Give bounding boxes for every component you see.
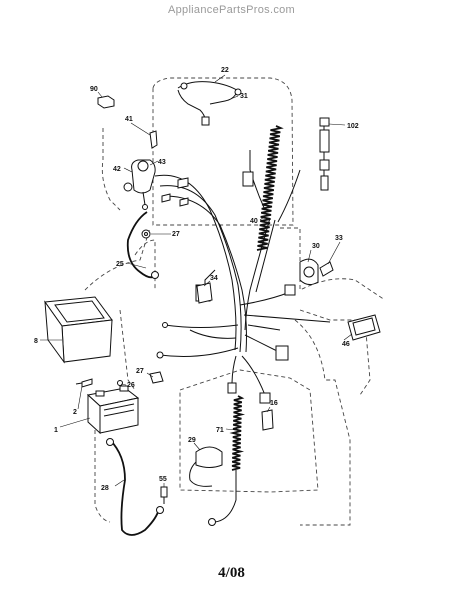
main-wire-harness [154, 150, 331, 404]
coil-cable-71 [208, 395, 246, 526]
callout-40: 40 [250, 218, 258, 225]
key-switch-30 [299, 258, 319, 286]
callout-30: 30 [312, 243, 320, 250]
switch-part-33 [319, 261, 334, 277]
callout-27-lower: 27 [136, 368, 144, 375]
connector-part-90 [97, 95, 115, 109]
callout-46: 46 [342, 341, 350, 348]
callout-33: 33 [335, 235, 343, 242]
module-part-46 [347, 314, 381, 341]
tractor-outline [84, 77, 386, 526]
switch-part-16 [261, 409, 274, 431]
callout-2: 2 [73, 409, 77, 416]
harness-connector-102 [319, 117, 330, 191]
battery-1 [86, 385, 140, 435]
terminal-part-26 [117, 380, 123, 386]
callout-41: 41 [125, 116, 133, 123]
callout-34: 34 [210, 275, 218, 282]
battery-cable-28 [106, 438, 164, 536]
main-wire-coil-40 [256, 125, 284, 251]
callout-8: 8 [34, 338, 38, 345]
callout-27: 27 [172, 231, 180, 238]
callout-26: 26 [127, 382, 135, 389]
callout-25: 25 [116, 261, 124, 268]
callout-16: 16 [270, 400, 278, 407]
battery-tray-8 [44, 296, 113, 364]
callout-43: 43 [158, 159, 166, 166]
callout-29: 29 [188, 437, 196, 444]
callout-71: 71 [216, 427, 224, 434]
callout-31: 31 [240, 93, 248, 100]
terminal-part-27-lower [149, 371, 164, 384]
callout-90: 90 [90, 86, 98, 93]
relay-part-29 [189, 446, 223, 487]
solenoid-assembly [123, 130, 158, 210]
callout-28: 28 [101, 485, 109, 492]
callout-1: 1 [54, 427, 58, 434]
watermark: AppliancePartsPros.com [167, 4, 296, 16]
ignition-harness-upper [177, 81, 242, 126]
callout-42: 42 [113, 166, 121, 173]
callout-55: 55 [159, 476, 167, 483]
switch-part-34 [196, 282, 213, 304]
fuse-part-55 [160, 486, 168, 504]
ground-cable-25 [126, 211, 159, 279]
page-footer: 4/08 [218, 565, 245, 581]
battery-bolt-2 [75, 378, 93, 388]
callout-22: 22 [221, 67, 229, 74]
callout-102: 102 [347, 123, 359, 130]
callout-leaders [40, 74, 353, 487]
callout-labels: 90 22 31 102 41 43 42 27 25 40 34 30 33 … [34, 67, 359, 492]
